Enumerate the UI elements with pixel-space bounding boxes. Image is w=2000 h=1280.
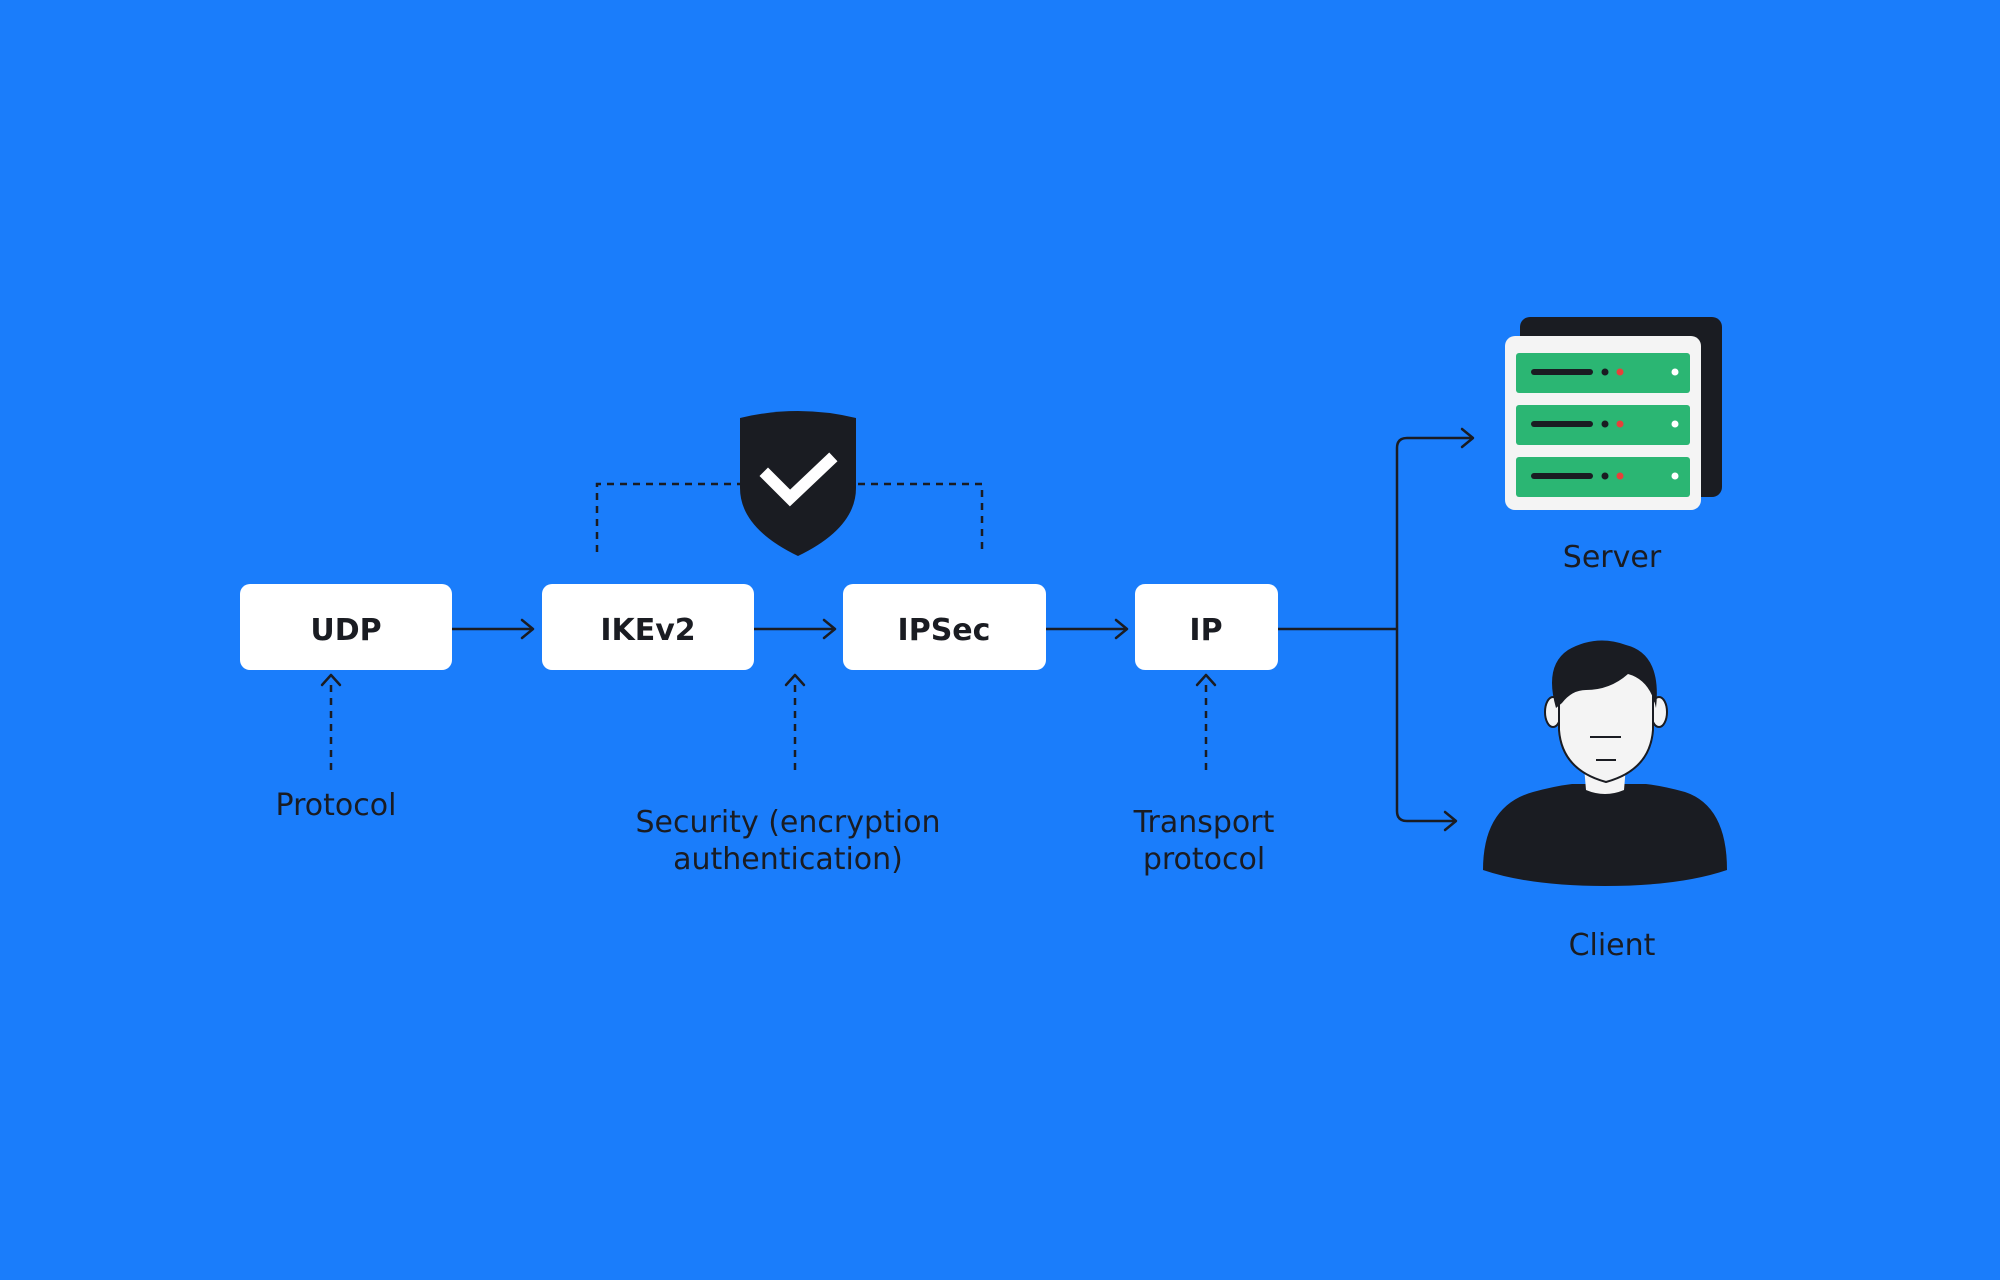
transport-label-line2: protocol	[1143, 842, 1265, 877]
flow-connectors	[452, 427, 1475, 832]
security-label-line2: authentication)	[673, 842, 903, 877]
node-ikev2: IKEv2	[542, 584, 754, 670]
node-udp: UDP	[240, 584, 452, 670]
branch-to-client-arrowhead	[1443, 810, 1458, 832]
security-bracket	[595, 482, 984, 552]
protocol-pointer-head	[320, 673, 342, 687]
udp-to-ikev2-arrowhead	[520, 618, 535, 640]
server-label: Server	[1563, 540, 1662, 575]
bracket-right-dashed	[858, 482, 984, 552]
client-label: Client	[1569, 928, 1656, 963]
bracket-left-dashed	[595, 482, 740, 552]
node-ipsec: IPSec	[843, 584, 1046, 670]
node-ikev2-label: IKEv2	[600, 613, 695, 648]
protocol-label: Protocol	[276, 788, 397, 823]
branch-to-server-arrowhead	[1460, 427, 1475, 449]
shield-check-icon	[740, 411, 856, 556]
node-udp-label: UDP	[310, 613, 381, 648]
node-ip-label: IP	[1189, 613, 1222, 648]
security-label-line1: Security (encryption	[636, 805, 941, 840]
ipsec-to-ip-arrowhead	[1114, 618, 1129, 640]
security-pointer-head	[784, 673, 806, 687]
user-avatar-icon	[1483, 640, 1727, 886]
server-rack-icon	[1505, 317, 1722, 510]
branch-to-server-line	[1395, 436, 1472, 629]
transport-label-line1: Transport	[1133, 805, 1275, 840]
node-ipsec-label: IPSec	[898, 613, 991, 648]
transport-pointer-head	[1195, 673, 1217, 687]
annotation-pointers	[320, 673, 1217, 770]
branch-to-client-line	[1395, 629, 1455, 823]
node-ip: IP	[1135, 584, 1278, 670]
ikev2-to-ipsec-arrowhead	[822, 618, 837, 640]
